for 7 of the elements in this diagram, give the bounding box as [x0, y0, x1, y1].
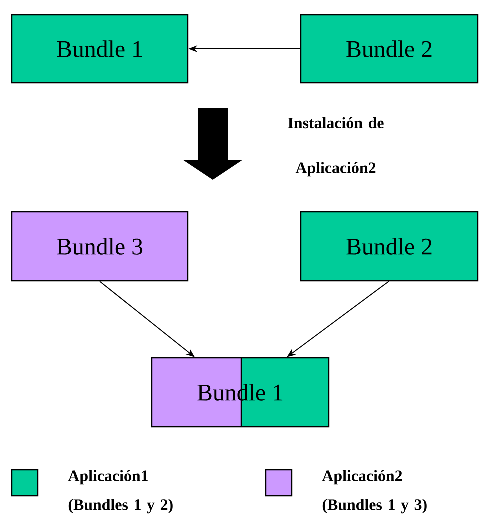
- bundle-box: Bundle 1: [11, 14, 189, 84]
- bundle-box: Bundle 3: [11, 211, 189, 282]
- step-label: Instalación de Aplicación2: [288, 117, 384, 177]
- legend-label: Aplicación2 (Bundles 1 y 3): [322, 470, 427, 514]
- bundle-box: Bundle 2: [300, 14, 479, 84]
- bundle-box: Bundle 2: [300, 211, 479, 282]
- legend-label: Aplicación1 (Bundles 1 y 2): [68, 470, 173, 514]
